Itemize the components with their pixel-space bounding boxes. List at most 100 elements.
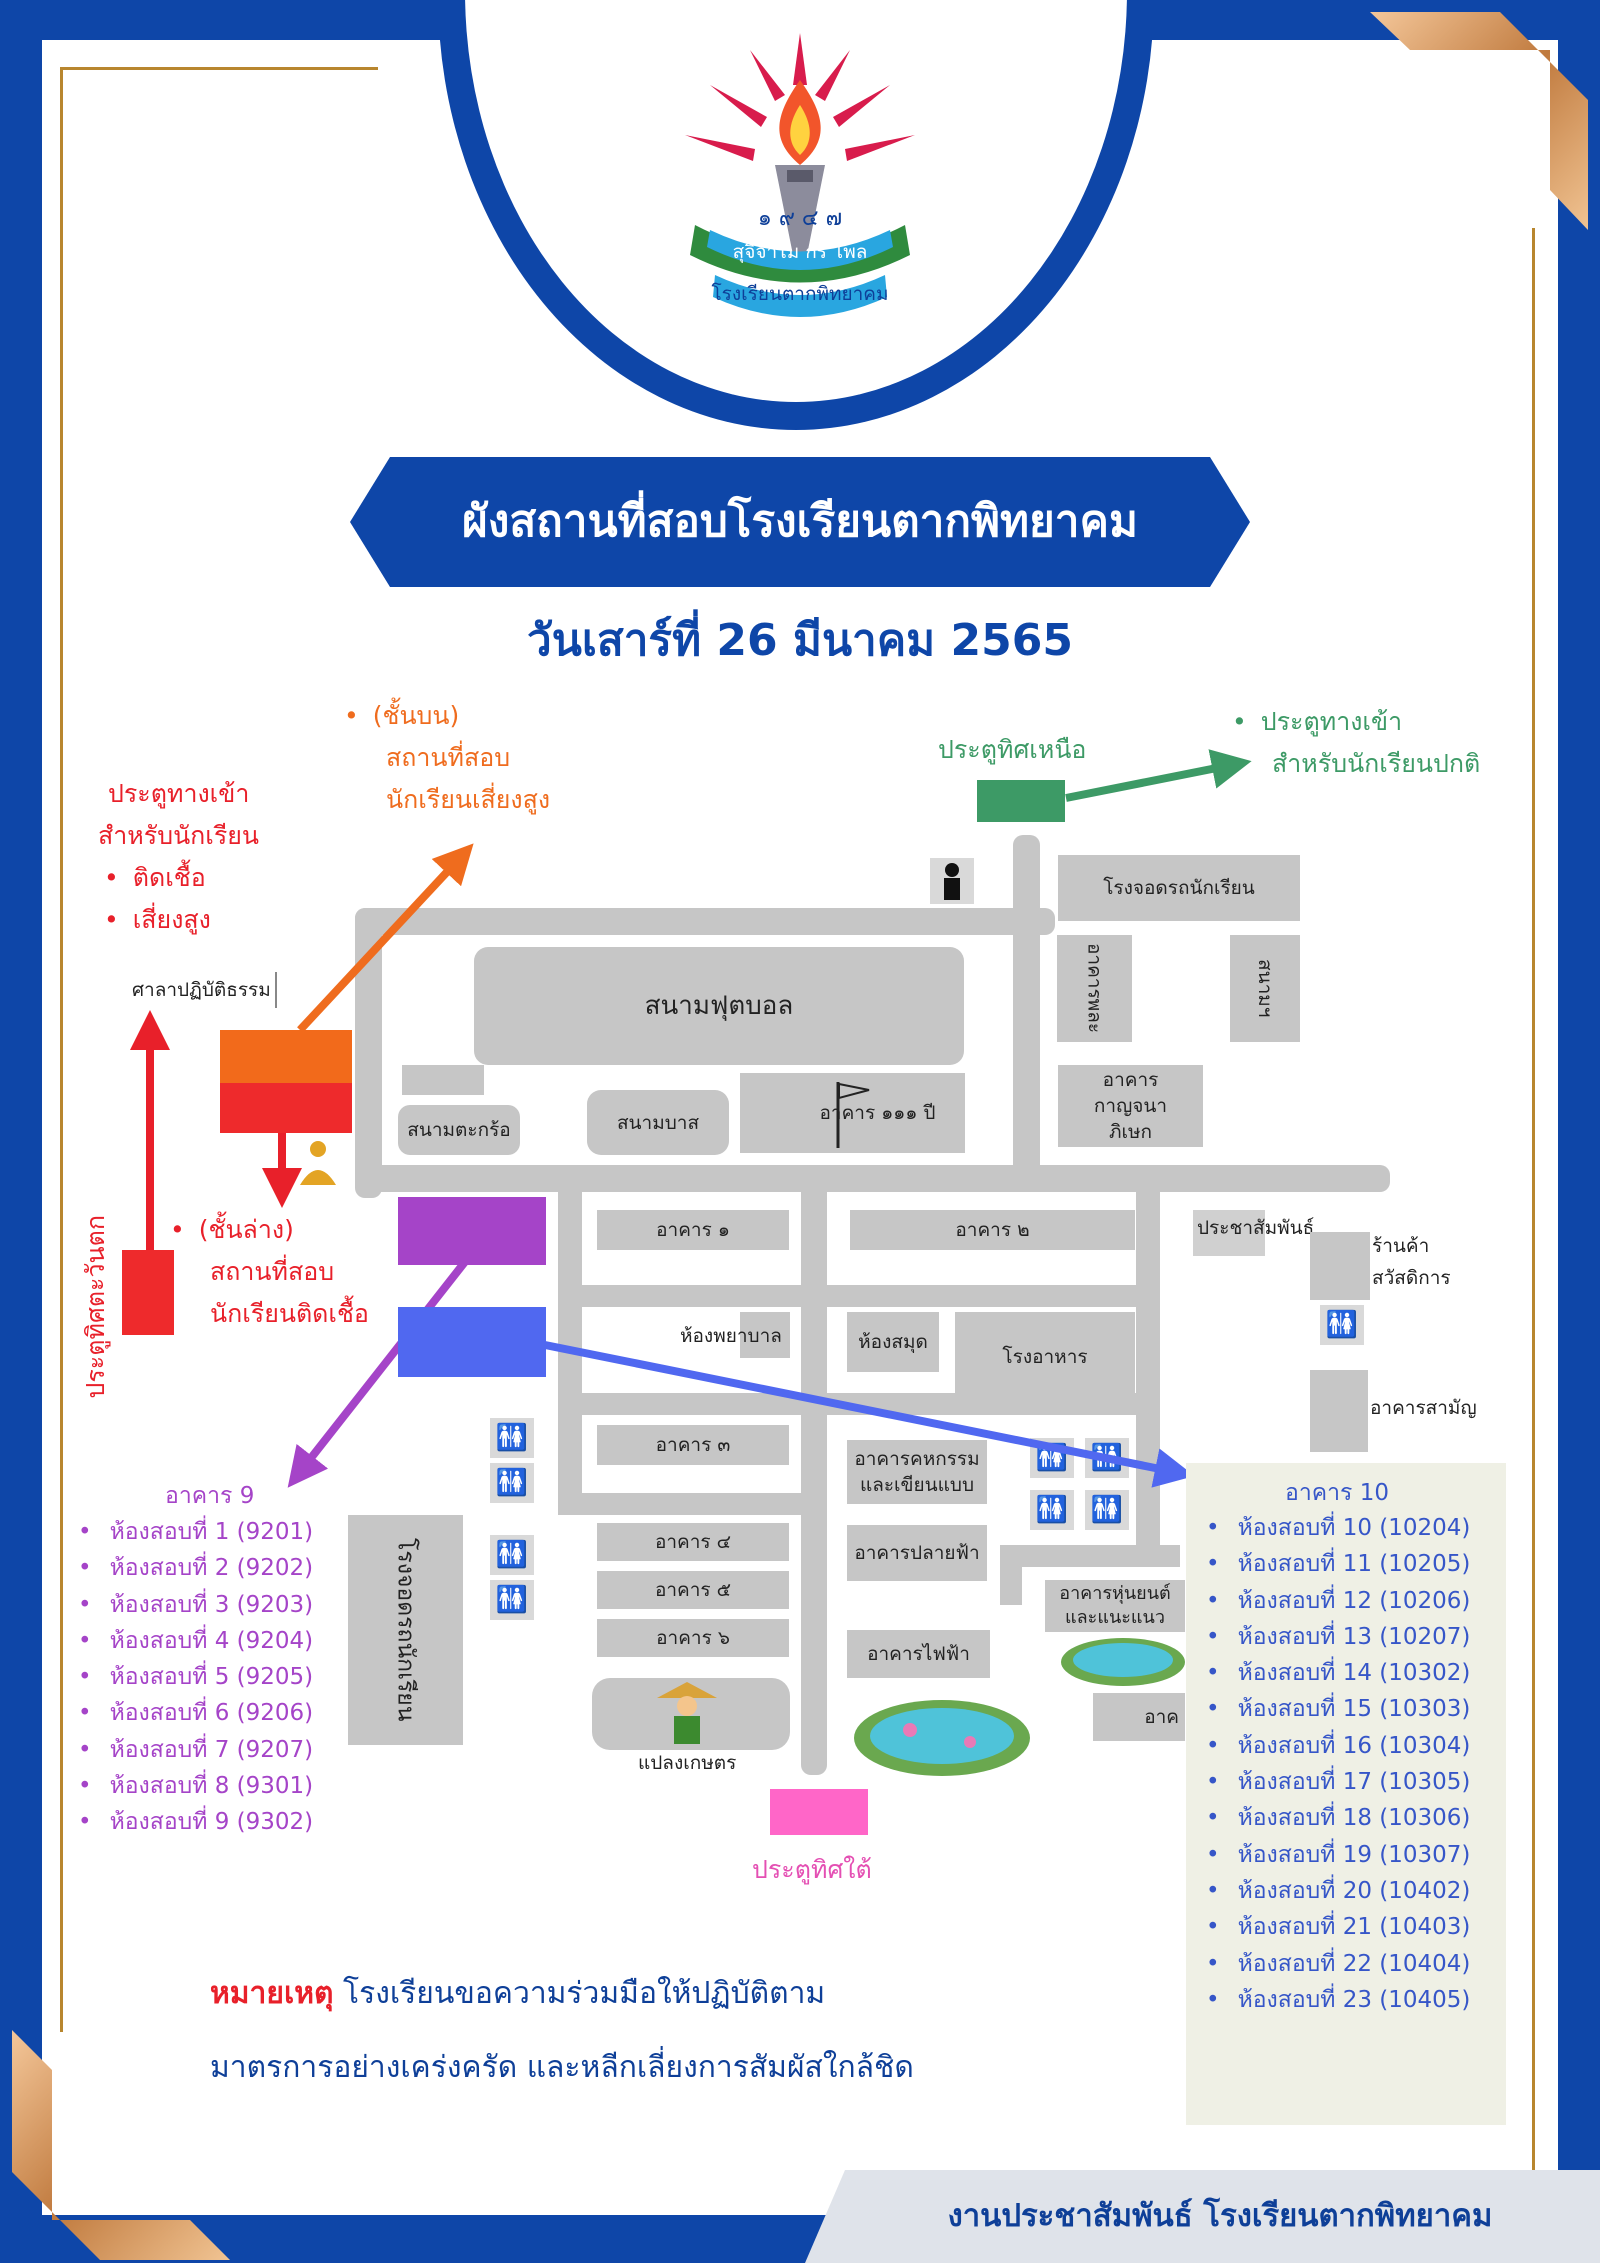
building10-marker xyxy=(398,1307,546,1377)
list-item: ห้องสอบที่ 6 (9206) xyxy=(78,1695,314,1731)
toilet-icon-4: 🚻 xyxy=(490,1580,534,1620)
remark-line-2: มาตรการอย่างเคร่งครัด และหลีกเลี่ยงการสั… xyxy=(210,2050,914,2085)
upper-floor-note-3: นักเรียนเสี่ยงสูง xyxy=(386,785,551,814)
road-main-horizontal xyxy=(355,1165,1390,1192)
lower-floor-note-3: นักเรียนติดเชื้อ xyxy=(210,1299,369,1328)
building-1-label: อาคาร ๑ xyxy=(656,1219,730,1241)
student-parking-top: โรงจอดรถนักเรียน xyxy=(1058,855,1300,921)
arrow-building9 xyxy=(287,1255,472,1488)
west-gate-label: ประตูทิศตะวันตก xyxy=(81,1215,110,1399)
road-inner-h2 xyxy=(558,1285,1158,1307)
list-item: ห้องสอบที่ 12 (10206) xyxy=(1206,1583,1471,1619)
upper-floor-note-1: (ชั้นบน) xyxy=(344,698,460,734)
flag-icon xyxy=(836,1082,870,1148)
list-item: ห้องสอบที่ 11 (10205) xyxy=(1206,1546,1471,1582)
toilet-icon-7: 🚻 xyxy=(1030,1490,1074,1530)
building-6-label: อาคาร ๖ xyxy=(656,1627,730,1649)
south-gate-marker xyxy=(770,1789,868,1835)
sports-building: อาคารพละ xyxy=(1057,935,1132,1042)
road-east-v2 xyxy=(1000,1545,1022,1605)
infected-entry-title-1: ประตูทางเข้า xyxy=(108,779,250,808)
farm-label: แปลงเกษตร xyxy=(638,1752,737,1774)
west-gate-marker xyxy=(122,1250,174,1335)
infected-entry-item-2: เสี่ยงสูง xyxy=(104,902,211,938)
pond-center-icon xyxy=(854,1700,1030,1776)
infected-zone-marker xyxy=(220,1083,352,1133)
list-item: ห้องสอบที่ 5 (9205) xyxy=(78,1659,314,1695)
logo-year-text: ๑ ๙ ๔ ๗ xyxy=(758,206,842,231)
tennis-court: สนามฯ xyxy=(1230,935,1300,1042)
logo-motto-text: สุจิจาไม กรี โพล xyxy=(733,240,868,264)
footer-banner xyxy=(805,2170,1600,2263)
general-building-label: อาคารสามัญ xyxy=(1370,1397,1477,1419)
list-item: ห้องสอบที่ 9 (9302) xyxy=(78,1804,314,1840)
road-east-h xyxy=(1000,1545,1180,1567)
sports-building-label: อาคารพละ xyxy=(1083,943,1106,1034)
canteen: โรงอาหาร xyxy=(955,1312,1135,1402)
building9-marker xyxy=(398,1197,546,1265)
welfare-shop-label-1: ร้านค้า สวัสดิการ xyxy=(1372,1235,1451,1289)
normal-entry-2: สำหรับนักเรียนปกติ xyxy=(1272,749,1481,778)
building-5: อาคาร ๕ xyxy=(597,1571,789,1609)
arrow-high-risk xyxy=(297,843,474,1033)
road-north-gate xyxy=(1013,835,1040,1175)
corner-ornament-bottom-left xyxy=(12,2030,230,2260)
pr-office xyxy=(1193,1210,1265,1256)
electric-building: อาคารไฟฟ้า xyxy=(847,1630,990,1678)
general-building xyxy=(1310,1370,1368,1452)
football-field: สนามฟุตบอล xyxy=(474,947,964,1065)
list-item: ห้องสอบที่ 16 (10304) xyxy=(1206,1728,1471,1764)
farmer-icon xyxy=(657,1682,717,1744)
home-ec-building: อาคารคหกรรม และเขียนแบบ xyxy=(847,1440,987,1504)
arrow-building10 xyxy=(544,1341,1195,1488)
home-ec-label: อาคารคหกรรม และเขียนแบบ xyxy=(854,1448,980,1496)
arrow-north-gate xyxy=(1065,749,1252,802)
kanchana-building-label: อาคาร กาญจนาภิเษก xyxy=(1093,1069,1168,1143)
road-east-vertical xyxy=(1136,1175,1160,1565)
building-2-label: อาคาร ๒ xyxy=(955,1219,1030,1241)
nurse-room xyxy=(740,1312,790,1358)
toilet-icon-3: 🚻 xyxy=(490,1535,534,1575)
building10-room-list: ห้องสอบที่ 10 (10204) ห้องสอบที่ 11 (102… xyxy=(1206,1510,1471,2018)
sala-label: ศาลาปฏิบัติธรรม xyxy=(132,972,277,1008)
list-item: ห้องสอบที่ 3 (9203) xyxy=(78,1587,314,1623)
canteen-label: โรงอาหาร xyxy=(1002,1346,1088,1368)
partial-building-label: อาค xyxy=(1144,1706,1179,1728)
pr-office-label: ประชาสัมพันธ์ xyxy=(1197,1217,1315,1239)
list-item: ห้องสอบที่ 2 (9202) xyxy=(78,1550,314,1586)
toilet-icon-8: 🚻 xyxy=(1085,1490,1129,1530)
tennis-court-label: สนามฯ xyxy=(1254,959,1276,1018)
list-item: ห้องสอบที่ 1 (9201) xyxy=(78,1514,314,1550)
list-item: ห้องสอบที่ 7 (9207) xyxy=(78,1732,314,1768)
robot-building: อาคารหุ่นยนต์ และแนะแนว xyxy=(1045,1580,1185,1632)
pond-east-icon xyxy=(1061,1638,1185,1686)
list-item: ห้องสอบที่ 21 (10403) xyxy=(1206,1909,1471,1945)
takraw-court: สนามตะกร้อ xyxy=(398,1105,520,1155)
building-4: อาคาร ๔ xyxy=(597,1523,789,1561)
list-item: ห้องสอบที่ 17 (10305) xyxy=(1206,1764,1471,1800)
list-item: ห้องสอบที่ 23 (10405) xyxy=(1206,1982,1471,2018)
road-center-vertical xyxy=(801,1175,827,1775)
north-gate-marker xyxy=(977,780,1065,822)
electric-building-label: อาคารไฟฟ้า xyxy=(867,1643,970,1665)
basketball-court: สนามบาส xyxy=(587,1090,729,1155)
infected-entry-title-2: สำหรับนักเรียน xyxy=(98,821,260,850)
security-guard-icon xyxy=(930,858,974,904)
building-111-label: อาคาร ๑๑๑ ปี xyxy=(819,1102,936,1124)
building9-room-list: ห้องสอบที่ 1 (9201) ห้องสอบที่ 2 (9202) … xyxy=(78,1514,314,1841)
list-item: ห้องสอบที่ 19 (10307) xyxy=(1206,1837,1471,1873)
school-logo: ๑ ๙ ๔ ๗ สุจิจาไม กรี โพล โรงเรียนตากพิทย… xyxy=(685,33,915,317)
takraw-court-label: สนามตะกร้อ xyxy=(407,1119,511,1141)
upper-floor-note-2: สถานที่สอบ xyxy=(386,743,511,772)
plaifah-label: อาคารปลายฟ้า xyxy=(854,1542,980,1564)
list-item: ห้องสอบที่ 15 (10303) xyxy=(1206,1691,1471,1727)
gold-frame-line-left xyxy=(60,67,63,2032)
nurse-room-label: ห้องพยาบาล xyxy=(680,1325,782,1347)
lower-floor-note-1: (ชั้นล่าง) xyxy=(170,1212,294,1248)
list-item: ห้องสอบที่ 13 (10207) xyxy=(1206,1619,1471,1655)
building-6: อาคาร ๖ xyxy=(597,1619,789,1657)
list-item: ห้องสอบที่ 22 (10404) xyxy=(1206,1946,1471,1982)
list-item: ห้องสอบที่ 4 (9204) xyxy=(78,1623,314,1659)
gold-frame-line-right xyxy=(1532,228,1535,2178)
